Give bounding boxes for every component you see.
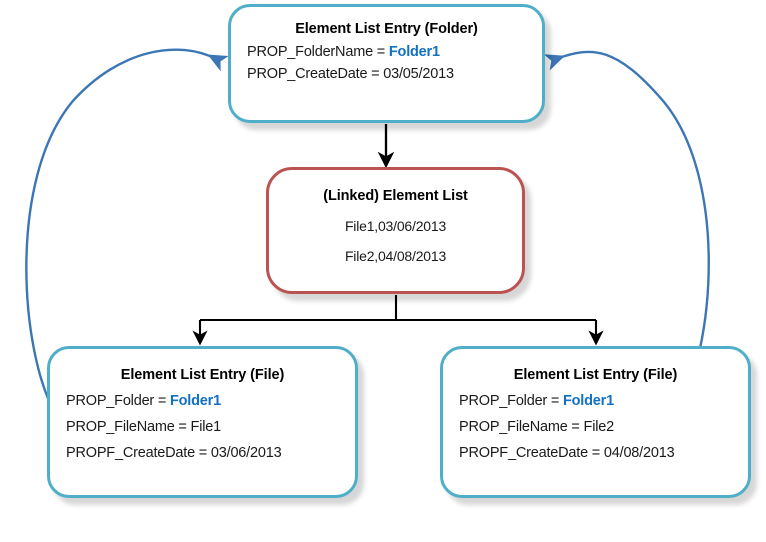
prop-value: 03/06/2013	[210, 445, 282, 461]
edge-linked-list-to-files	[192, 295, 604, 346]
node-folder-prop-foldername: PROP_FolderName = Folder1	[247, 44, 542, 60]
node-file2-prop-createdate: PROPF_CreateDate = 04/08/2013	[459, 445, 748, 461]
prop-value: File2	[583, 419, 615, 435]
prop-key: PROPF_CreateDate =	[66, 445, 211, 461]
prop-value: Folder1	[169, 393, 221, 409]
prop-key: PROPF_CreateDate =	[459, 445, 604, 461]
node-file2-title: Element List Entry (File)	[513, 367, 678, 383]
prop-value: 04/08/2013	[603, 445, 675, 461]
prop-key: PROP_FileName =	[459, 419, 584, 435]
linked-list-entry: File2,04/08/2013	[344, 248, 447, 264]
prop-key: PROP_CreateDate =	[247, 66, 384, 82]
node-folder-title: Element List Entry (Folder)	[295, 21, 478, 37]
prop-value: 03/05/2013	[383, 66, 454, 82]
node-file1-prop-createdate: PROPF_CreateDate = 03/06/2013	[66, 445, 355, 461]
linked-list-entry: File1,03/06/2013	[344, 218, 447, 234]
node-file1-prop-folder: PROP_Folder = Folder1	[66, 393, 355, 409]
prop-value: Folder1	[388, 44, 440, 60]
node-file2-prop-folder: PROP_Folder = Folder1	[459, 393, 748, 409]
node-linked-element-list[interactable]: (Linked) Element List File1,03/06/2013 F…	[266, 167, 525, 294]
node-file2-prop-filename: PROP_FileName = File2	[459, 419, 748, 435]
node-file1-title: Element List Entry (File)	[120, 367, 285, 383]
node-file1-prop-filename: PROP_FileName = File1	[66, 419, 355, 435]
prop-key: PROP_FolderName =	[247, 44, 389, 60]
prop-key: PROP_Folder =	[66, 393, 170, 409]
node-folder-prop-createdate: PROP_CreateDate = 03/05/2013	[247, 66, 542, 82]
node-linked-list-title: (Linked) Element List	[323, 188, 468, 204]
prop-value: Folder1	[562, 393, 614, 409]
prop-value: File1	[190, 419, 222, 435]
node-element-list-entry-file2[interactable]: Element List Entry (File) PROP_Folder = …	[440, 346, 751, 498]
node-element-list-entry-folder[interactable]: Element List Entry (Folder) PROP_FolderN…	[228, 4, 545, 123]
node-element-list-entry-file1[interactable]: Element List Entry (File) PROP_Folder = …	[47, 346, 358, 498]
prop-key: PROP_FileName =	[66, 419, 191, 435]
prop-key: PROP_Folder =	[459, 393, 563, 409]
